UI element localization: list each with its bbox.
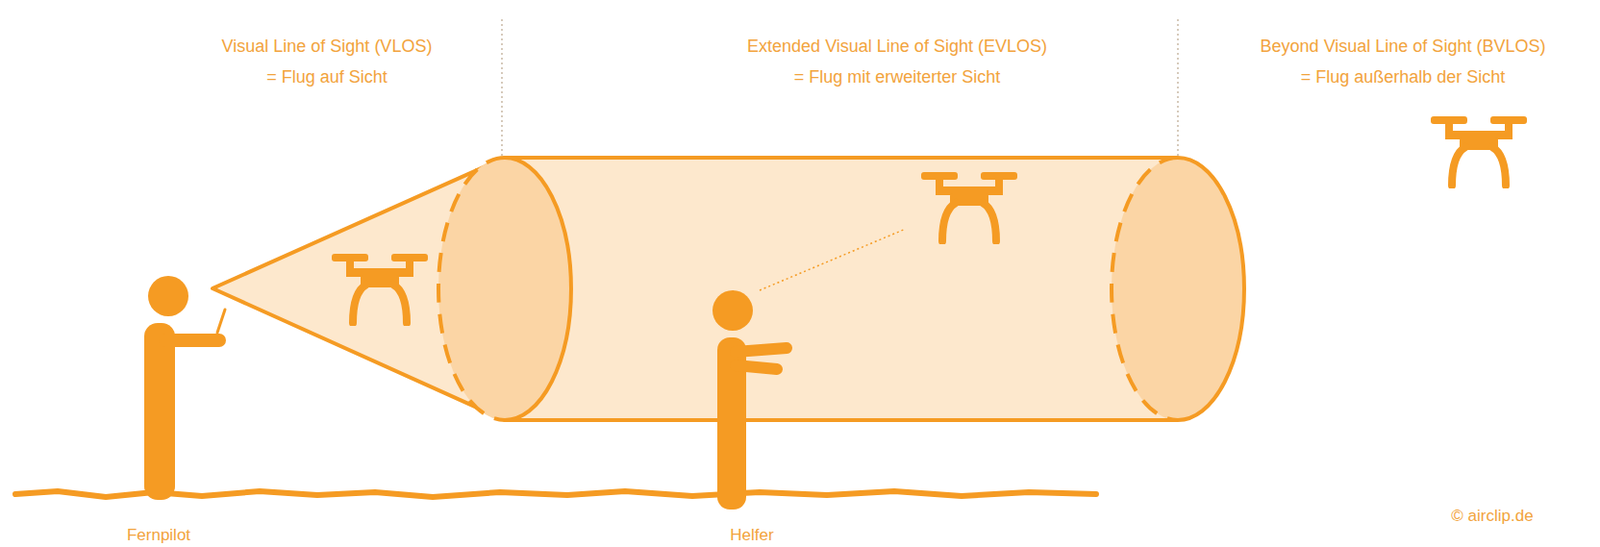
evlos-cylinder xyxy=(504,157,1178,421)
cone-base xyxy=(438,157,572,421)
cylinder-edge xyxy=(504,155,1178,160)
cylinder-edge xyxy=(504,418,1178,423)
zone-heading: Extended Visual Line of Sight (EVLOS) xyxy=(747,37,1048,55)
zone-heading: Visual Line of Sight (VLOS) xyxy=(222,37,433,55)
zone-separator xyxy=(500,19,503,158)
zone-heading: Beyond Visual Line of Sight (BVLOS) xyxy=(1260,37,1547,55)
drone-icon xyxy=(331,253,428,324)
cylinder-end-front xyxy=(1177,157,1245,421)
cylinder-end xyxy=(1111,157,1245,421)
cylinder-end-back xyxy=(1111,157,1178,421)
zone-subheading: = Flug außerhalb der Sicht xyxy=(1300,68,1506,86)
zone-separator xyxy=(1176,19,1179,158)
cone-base-front xyxy=(504,157,572,421)
zone-subheading: = Flug mit erweiterter Sicht xyxy=(794,68,1001,86)
drone-icon xyxy=(921,172,1018,242)
zone-subheading: = Flug auf Sicht xyxy=(266,68,388,86)
helper-figure xyxy=(712,290,787,510)
copyright-watermark: © airclip.de xyxy=(1450,507,1533,525)
ground-line xyxy=(15,491,1097,498)
cone-base-back xyxy=(438,157,505,421)
pilot-figure xyxy=(144,275,225,500)
drone-icon xyxy=(1430,116,1527,186)
sight-line xyxy=(759,228,906,291)
person-label: Fernpilot xyxy=(126,526,191,544)
person-label: Helfer xyxy=(729,526,774,544)
